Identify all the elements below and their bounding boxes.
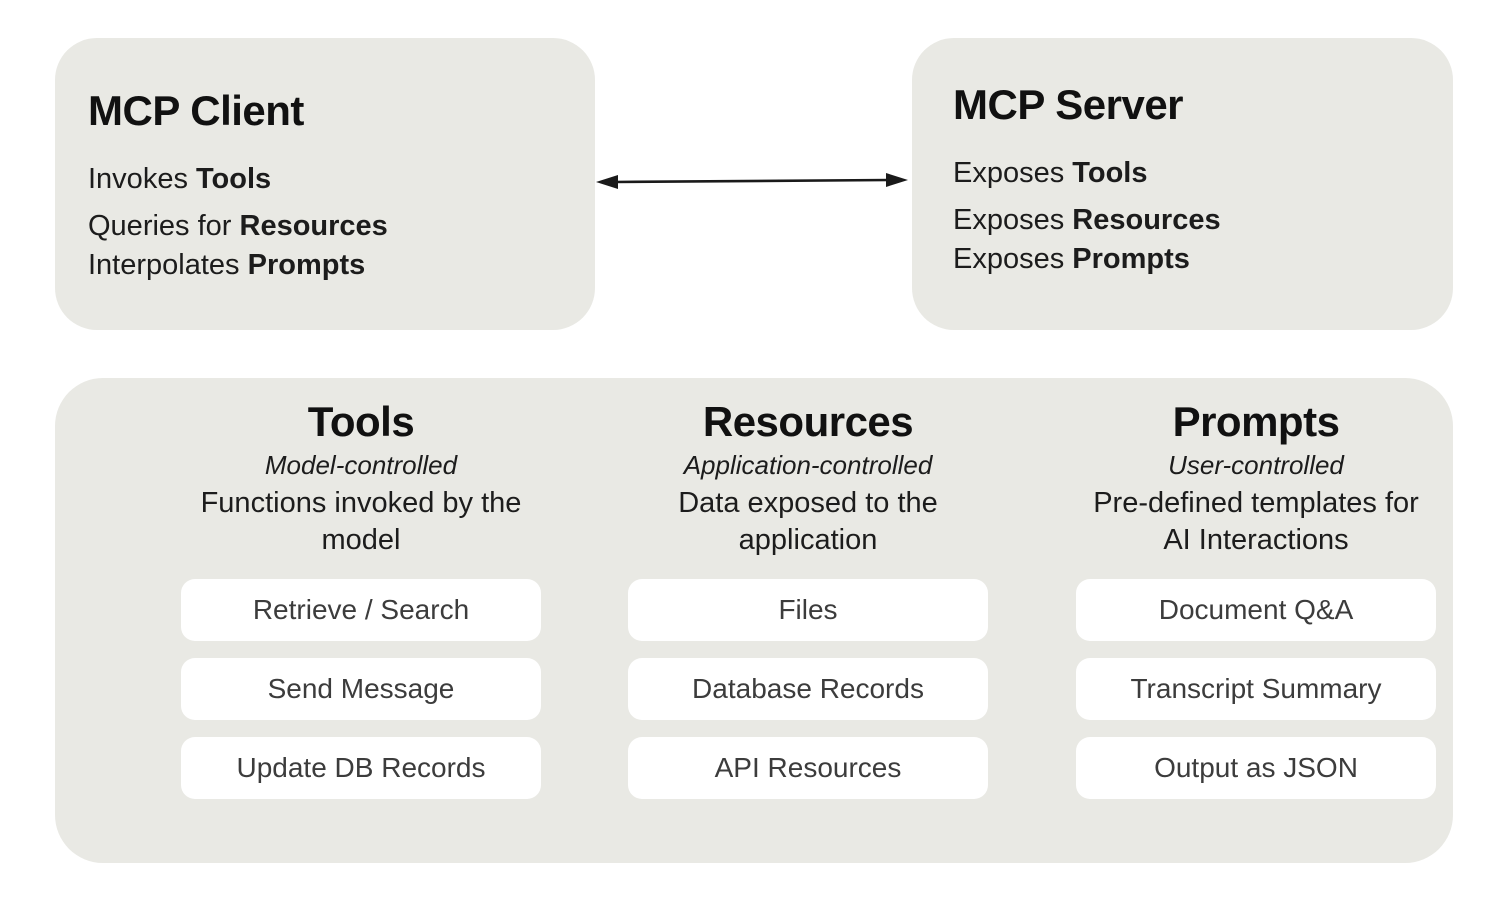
resource-item-files: Files bbox=[628, 579, 988, 642]
mcp-server-title: MCP Server bbox=[953, 81, 1184, 128]
mcp-server-box: MCP Server Exposes Tools Exposes Resourc… bbox=[912, 38, 1453, 330]
column-resources-subtitle: Application-controlled bbox=[683, 450, 933, 481]
tool-item-retrieve-search: Retrieve / Search bbox=[181, 579, 541, 642]
tool-item-send-message: Send Message bbox=[181, 658, 541, 721]
server-line-keyword: Prompts bbox=[1072, 242, 1190, 275]
description-line: AI Interactions bbox=[1163, 523, 1349, 556]
column-prompts-subtitle: User-controlled bbox=[1168, 450, 1344, 481]
column-tools-title: Tools bbox=[307, 398, 415, 445]
capabilities-box: Tools Model-controlled Functions invoked… bbox=[55, 378, 1453, 863]
description-line: Pre-defined templates for bbox=[1093, 486, 1419, 519]
column-prompts-title: Prompts bbox=[1172, 398, 1340, 445]
prompt-item-output-as-json: Output as JSON bbox=[1076, 737, 1436, 800]
client-line-prefix: Interpolates bbox=[88, 248, 248, 281]
column-prompts-description: Pre-defined templates for AI Interaction… bbox=[1066, 485, 1446, 559]
mcp-client-box: MCP Client Invokes Tools Queries for Res… bbox=[55, 38, 595, 330]
resource-item-database-records: Database Records bbox=[628, 658, 988, 721]
column-resources-description: Data exposed to the application bbox=[618, 485, 998, 559]
bidirectional-arrow-icon bbox=[596, 173, 908, 189]
client-server-connector bbox=[590, 166, 914, 196]
server-line-keyword: Tools bbox=[1072, 157, 1148, 190]
client-line-keyword: Tools bbox=[196, 163, 272, 196]
column-resources: Resources Application-controlled Data ex… bbox=[618, 398, 998, 800]
server-capability-line: Exposes Resources bbox=[953, 201, 1423, 239]
client-line-keyword: Resources bbox=[239, 210, 388, 243]
prompt-item-document-qa: Document Q&A bbox=[1076, 579, 1436, 642]
server-line-keyword: Resources bbox=[1072, 204, 1221, 237]
server-line-prefix: Exposes bbox=[953, 242, 1073, 275]
column-tools-description: Functions invoked by the model bbox=[171, 485, 551, 559]
column-tools: Tools Model-controlled Functions invoked… bbox=[171, 398, 551, 800]
mcp-client-title: MCP Client bbox=[88, 87, 304, 134]
client-capability-line: Invokes Tools bbox=[88, 160, 565, 198]
server-capability-line: Exposes Prompts bbox=[953, 240, 1423, 278]
description-line: application bbox=[738, 523, 878, 556]
client-capability-line: Interpolates Prompts bbox=[88, 246, 565, 284]
description-line: Functions invoked by the bbox=[200, 486, 522, 519]
column-resources-title: Resources bbox=[702, 398, 914, 445]
client-line-prefix: Queries for bbox=[88, 210, 240, 243]
column-prompts: Prompts User-controlled Pre-defined temp… bbox=[1066, 398, 1446, 800]
resource-item-api-resources: API Resources bbox=[628, 737, 988, 800]
server-line-prefix: Exposes bbox=[953, 157, 1073, 190]
tool-item-update-db-records: Update DB Records bbox=[181, 737, 541, 800]
prompt-item-transcript-summary: Transcript Summary bbox=[1076, 658, 1436, 721]
server-line-prefix: Exposes bbox=[953, 204, 1073, 237]
client-line-keyword: Prompts bbox=[247, 248, 366, 281]
client-line-prefix: Invokes bbox=[88, 163, 196, 196]
server-capability-line: Exposes Tools bbox=[953, 154, 1423, 192]
description-line: model bbox=[321, 523, 401, 556]
description-line: Data exposed to the bbox=[678, 486, 938, 519]
column-tools-subtitle: Model-controlled bbox=[264, 450, 458, 481]
client-capability-line: Queries for Resources bbox=[88, 207, 565, 245]
